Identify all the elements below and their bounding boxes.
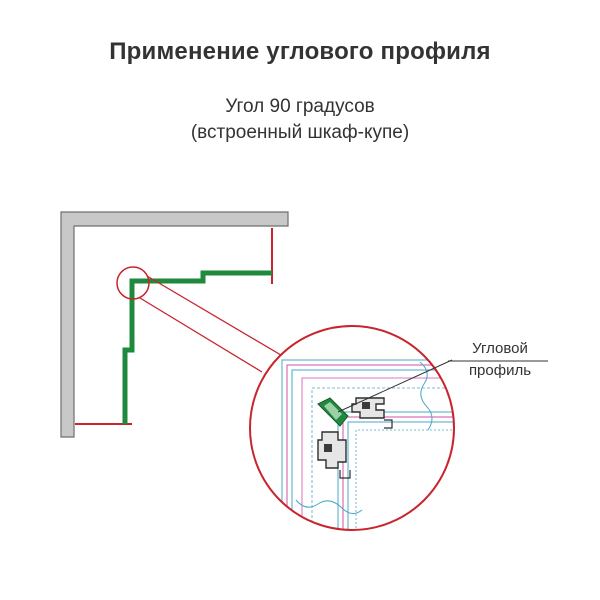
zoom-circle xyxy=(249,325,455,531)
wardrobe-frame-line xyxy=(122,270,272,424)
zoom-detail xyxy=(250,326,454,530)
diagram-subtitle-line1: Угол 90 градусов xyxy=(225,96,375,117)
diagram-subtitle-line2: (встроенный шкаф-купе) xyxy=(190,122,410,143)
wall-corner xyxy=(60,211,289,438)
callout-label-line1: Угловой xyxy=(472,340,528,357)
zoom-connector-top xyxy=(146,275,287,359)
corner-marker-circle xyxy=(116,266,150,300)
zoom-connector-bottom xyxy=(139,297,263,373)
diagram-title: Применение углового профиля xyxy=(109,38,491,65)
callout-label-line2: профиль xyxy=(468,362,532,379)
callout-leader xyxy=(337,359,453,413)
